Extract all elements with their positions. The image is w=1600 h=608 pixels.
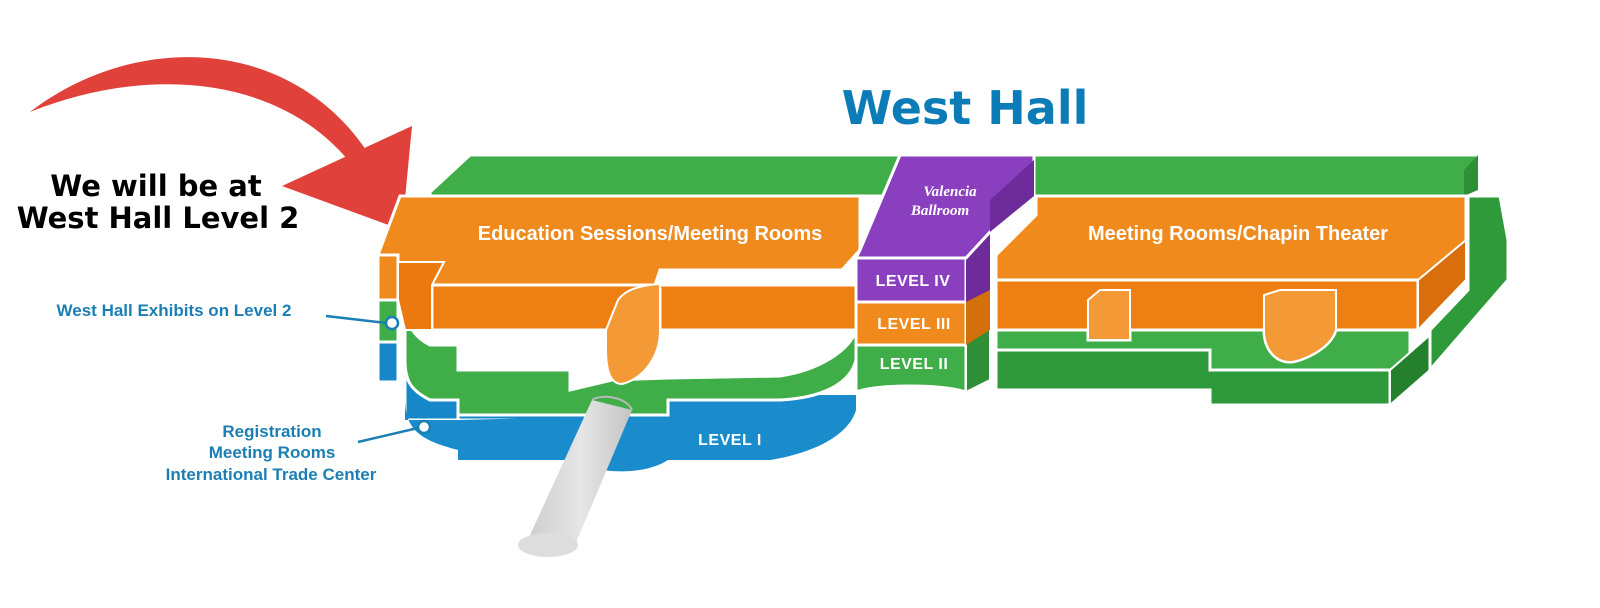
curved-arrow-icon: [30, 57, 412, 230]
registration-annotation: Registration Meeting Rooms International…: [166, 419, 432, 484]
right-orange-block: [994, 194, 1468, 364]
exhibits-annotation: West Hall Exhibits on Level 2: [57, 301, 400, 331]
marker-dot-icon: [384, 315, 400, 331]
label-registration: Registration: [222, 422, 321, 441]
label-international-trade-center: International Trade Center: [166, 465, 377, 484]
walkway-tube: [518, 395, 633, 557]
label-ballroom-line-1: Valencia: [923, 184, 977, 200]
label-ballroom-line-2: Ballroom: [910, 203, 969, 219]
label-west-hall-exhibits: West Hall Exhibits on Level 2: [57, 301, 292, 320]
label-meeting-rooms-chapin: Meeting Rooms/Chapin Theater: [1088, 223, 1388, 245]
callout-line-2: West Hall Level 2: [17, 201, 300, 235]
label-level-i: LEVEL I: [698, 432, 762, 449]
label-education-sessions: Education Sessions/Meeting Rooms: [478, 223, 823, 245]
label-level-ii: LEVEL II: [880, 356, 949, 373]
map-title: West Hall: [842, 81, 1089, 135]
label-level-iii: LEVEL III: [877, 316, 951, 333]
label-meeting-rooms: Meeting Rooms: [209, 443, 336, 462]
marker-dot-icon: [416, 419, 432, 435]
label-level-iv: LEVEL IV: [876, 273, 951, 290]
callout-line-1: We will be at: [50, 169, 262, 203]
center-tower: [853, 153, 1036, 395]
